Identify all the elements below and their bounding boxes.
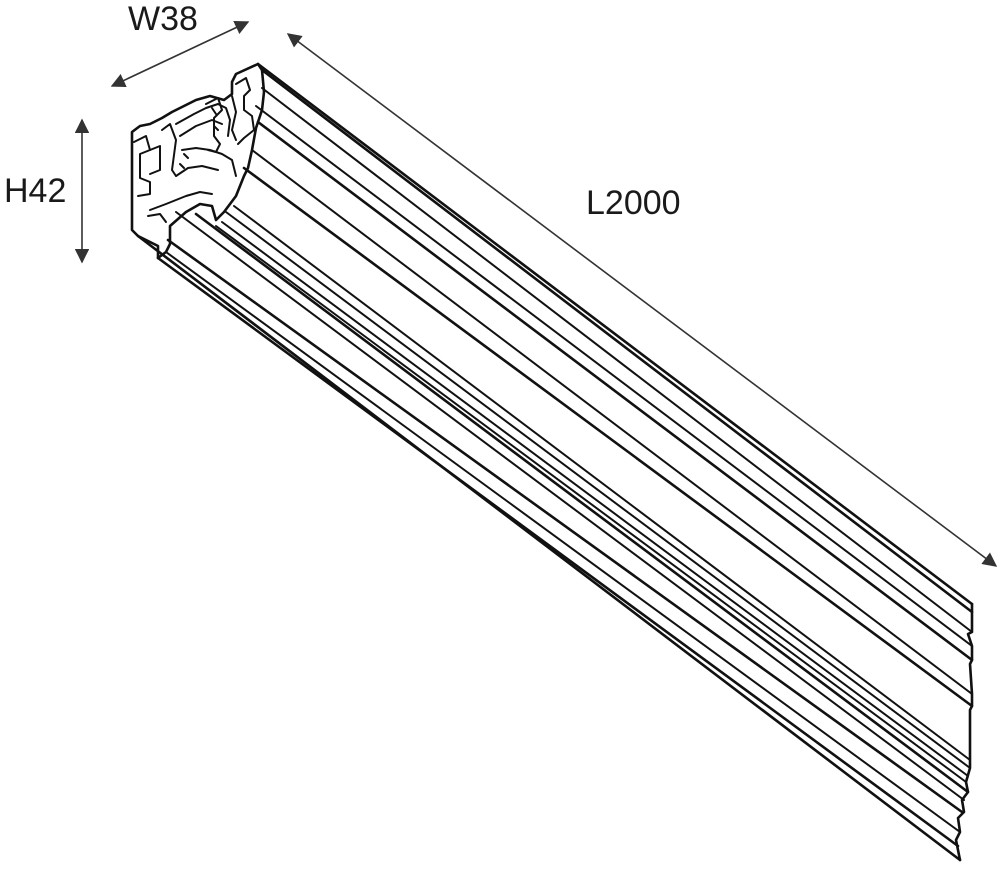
width-label: W38 <box>128 0 198 38</box>
width-dimension: W38 <box>110 0 250 87</box>
length-label: L2000 <box>586 184 681 222</box>
cross-section-profile <box>130 62 266 260</box>
far-end-edge <box>954 602 974 862</box>
extrusion-body <box>136 62 974 862</box>
length-dimension: L2000 <box>286 33 998 567</box>
height-dimension: H42 <box>4 118 90 264</box>
height-label: H42 <box>4 172 66 210</box>
